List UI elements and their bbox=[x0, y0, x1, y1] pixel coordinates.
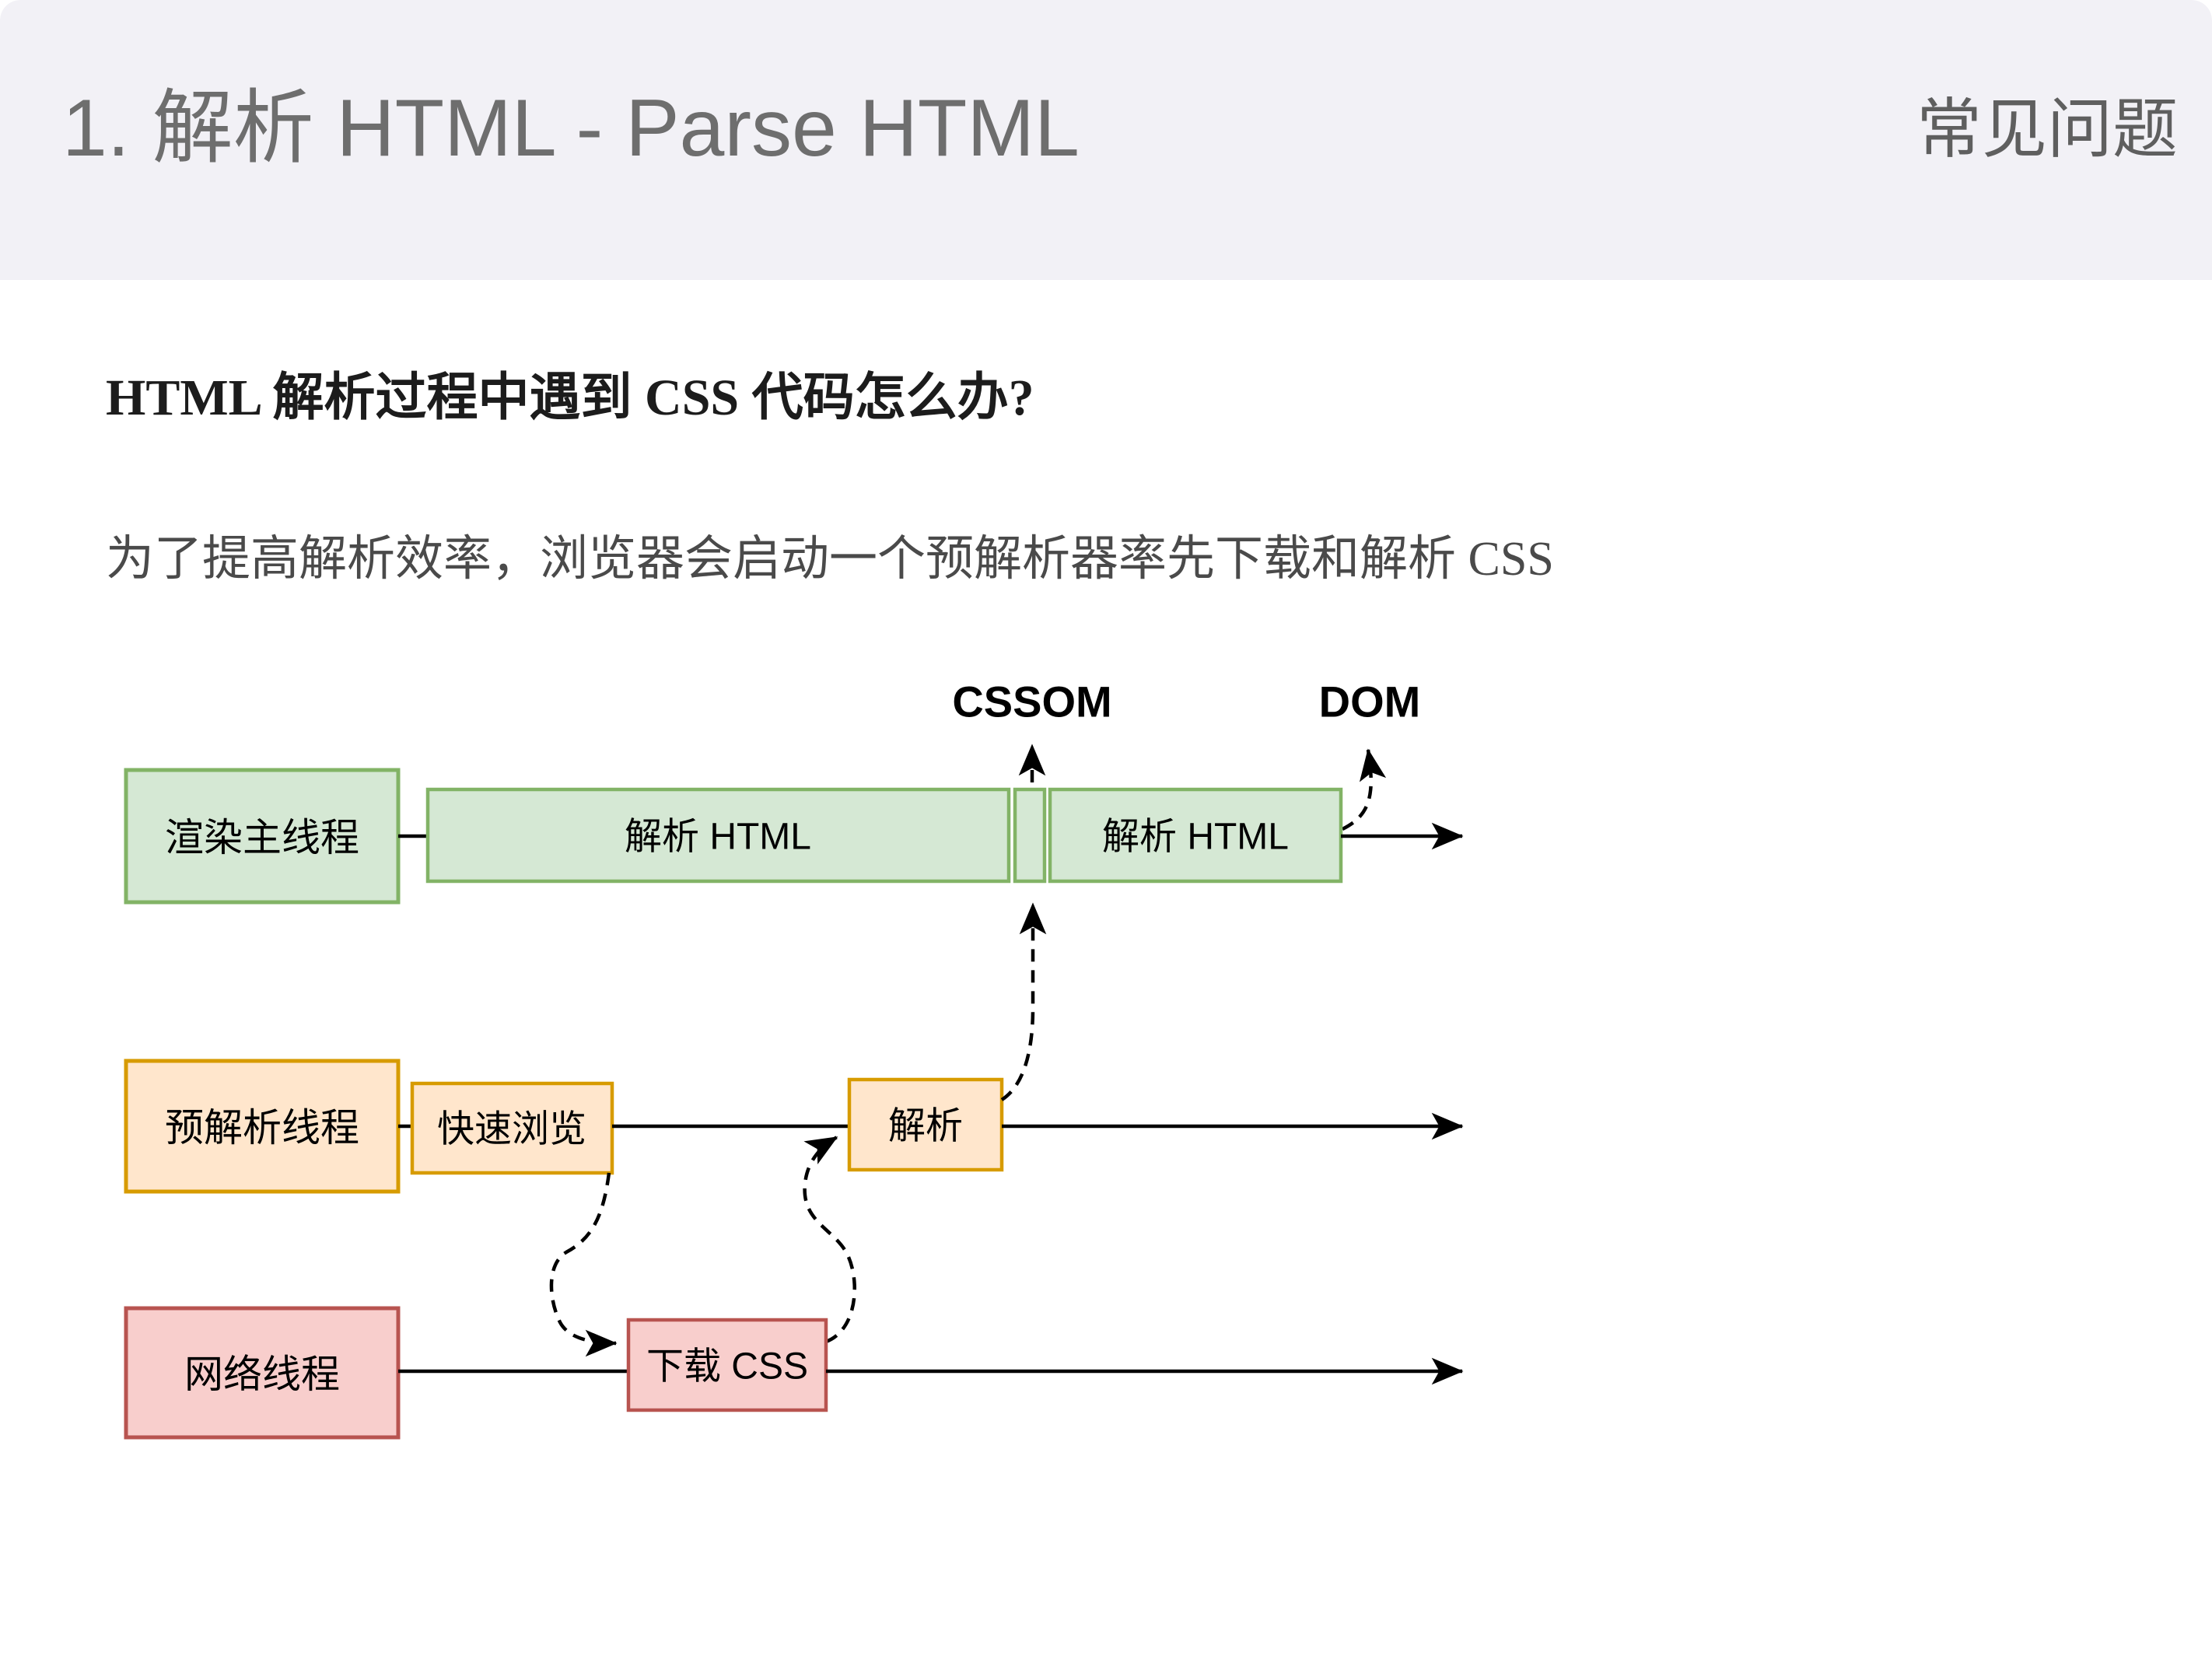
preparse-thread-box bbox=[124, 1059, 401, 1194]
render-thread-box bbox=[124, 768, 401, 905]
download-css-box bbox=[626, 1318, 828, 1412]
question-text: HTML 解析过程中遇到 CSS 代码怎么办? bbox=[106, 369, 1034, 426]
parse-box-label: 解析 bbox=[888, 1106, 963, 1147]
parse-to-render-arrow bbox=[1000, 902, 1047, 1101]
page-title: 1. 解析 HTML - Parse HTML bbox=[62, 83, 1080, 173]
header-corner-label: 常见问题 bbox=[1916, 94, 2178, 166]
parse-html-bar-1-label: 解析 HTML bbox=[625, 817, 811, 858]
dom-label: DOM bbox=[1319, 677, 1421, 726]
cssom-label: CSSOM bbox=[952, 677, 1111, 726]
parse-html-interrupt-segment bbox=[1013, 787, 1047, 884]
parse-html-bar-1 bbox=[425, 787, 1011, 884]
parse-html-bar-2 bbox=[1048, 787, 1343, 884]
network-thread-label: 网络线程 bbox=[184, 1353, 340, 1396]
dom-output-arrow bbox=[1341, 748, 1387, 831]
render-thread-label: 渲染主线程 bbox=[165, 816, 359, 859]
answer-text: 为了提高解析效率，浏览器会启动一个预解析器率先下载和解析 CSS bbox=[106, 533, 1554, 586]
download-to-parse-arrow bbox=[803, 1136, 856, 1344]
parse-box bbox=[847, 1077, 1004, 1172]
quick-scan-box bbox=[410, 1081, 614, 1175]
download-css-label: 下载 CSS bbox=[646, 1346, 808, 1388]
slide-header-band: 1. 解析 HTML - Parse HTML 常见问题 bbox=[0, 0, 2212, 280]
preparse-thread-label: 预解析线程 bbox=[165, 1106, 359, 1150]
quickscan-to-download-arrow bbox=[549, 1172, 618, 1357]
quick-scan-label: 快速浏览 bbox=[437, 1109, 586, 1150]
parse-html-bar-2-label: 解析 HTML bbox=[1102, 817, 1289, 858]
